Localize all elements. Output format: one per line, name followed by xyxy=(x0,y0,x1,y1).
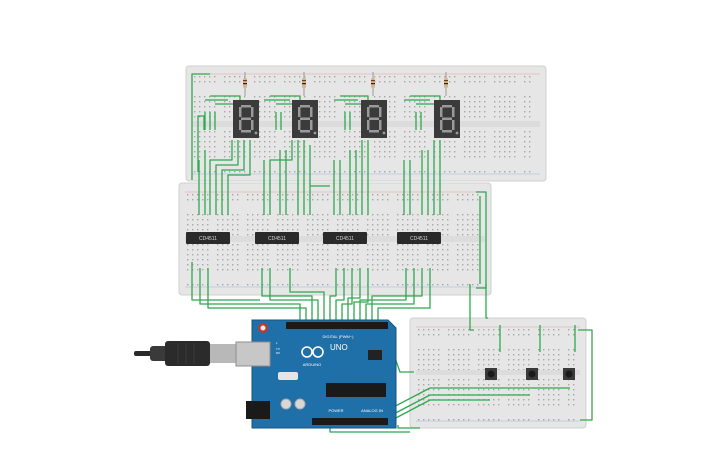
infinity-logo-icon xyxy=(301,346,324,358)
chip-label: CD4511 xyxy=(410,236,428,242)
analog-pins-label: ANALOG IN xyxy=(361,408,383,413)
display-segment xyxy=(442,130,452,133)
display-segment xyxy=(298,107,301,117)
display-segment xyxy=(367,107,370,117)
display-segment xyxy=(452,120,455,130)
display-segment xyxy=(379,120,382,130)
display-segment xyxy=(251,120,254,130)
l-led-label: L xyxy=(276,341,278,345)
tx-label: TX xyxy=(276,347,280,351)
resistor[interactable] xyxy=(371,72,375,96)
display-segment xyxy=(369,105,379,108)
decoder-chip[interactable]: CD4511 xyxy=(186,232,230,244)
seven-segment-display[interactable] xyxy=(361,100,387,138)
display-segment xyxy=(310,107,313,117)
seven-segment-display[interactable] xyxy=(233,100,259,138)
display-segment xyxy=(300,117,310,120)
push-button[interactable] xyxy=(563,368,575,380)
atmega-chip xyxy=(326,383,386,397)
display-segment xyxy=(298,120,301,130)
usb-cable[interactable] xyxy=(134,341,236,366)
display-segment xyxy=(379,107,382,117)
power-analog-header[interactable] xyxy=(312,418,388,425)
usb-port xyxy=(235,341,271,367)
chip-label: CD4511 xyxy=(336,236,354,242)
push-button[interactable] xyxy=(485,368,497,380)
right-breadboard[interactable] xyxy=(409,317,587,429)
chip-label: CD4511 xyxy=(199,236,217,242)
arduino-uno-board[interactable]: ARDUINO UNO DIGITAL (PWM~) POWER ANALOG … xyxy=(235,319,397,429)
seven-segment-display[interactable] xyxy=(434,100,460,138)
display-segment xyxy=(310,120,313,130)
display-segment xyxy=(440,107,443,117)
display-segment xyxy=(239,120,242,130)
display-segment xyxy=(300,130,310,133)
decoder-chip[interactable]: CD4511 xyxy=(255,232,299,244)
display-segment xyxy=(241,117,251,120)
resistor[interactable] xyxy=(444,72,448,96)
display-segment xyxy=(442,105,452,108)
decimal-point xyxy=(254,131,258,135)
digital-header[interactable] xyxy=(286,322,388,329)
display-segment xyxy=(239,107,242,117)
decoder-chip[interactable]: CD4511 xyxy=(323,232,367,244)
power-pins-label: POWER xyxy=(328,408,343,413)
display-segment xyxy=(241,105,251,108)
arduino-model: UNO xyxy=(330,343,348,352)
resistor[interactable] xyxy=(302,72,306,96)
display-segment xyxy=(440,120,443,130)
power-jack xyxy=(246,401,270,419)
rx-label: RX xyxy=(276,351,280,355)
decimal-point xyxy=(455,131,459,135)
display-segment xyxy=(369,117,379,120)
display-segment xyxy=(452,107,455,117)
decimal-point xyxy=(313,131,317,135)
display-segment xyxy=(369,130,379,133)
display-segment xyxy=(367,120,370,130)
display-segment xyxy=(442,117,452,120)
seven-segment-display[interactable] xyxy=(292,100,318,138)
display-segment xyxy=(300,105,310,108)
decoder-chip[interactable]: CD4511 xyxy=(397,232,441,244)
usb-chip xyxy=(368,350,382,360)
chip-label: CD4511 xyxy=(268,236,286,242)
push-button[interactable] xyxy=(526,368,538,380)
display-segment xyxy=(241,130,251,133)
decimal-point xyxy=(382,131,386,135)
digital-pins-label: DIGITAL (PWM~) xyxy=(323,334,355,339)
arduino-brand: ARDUINO xyxy=(303,362,321,367)
resistor[interactable] xyxy=(243,72,247,96)
display-segment xyxy=(251,107,254,117)
